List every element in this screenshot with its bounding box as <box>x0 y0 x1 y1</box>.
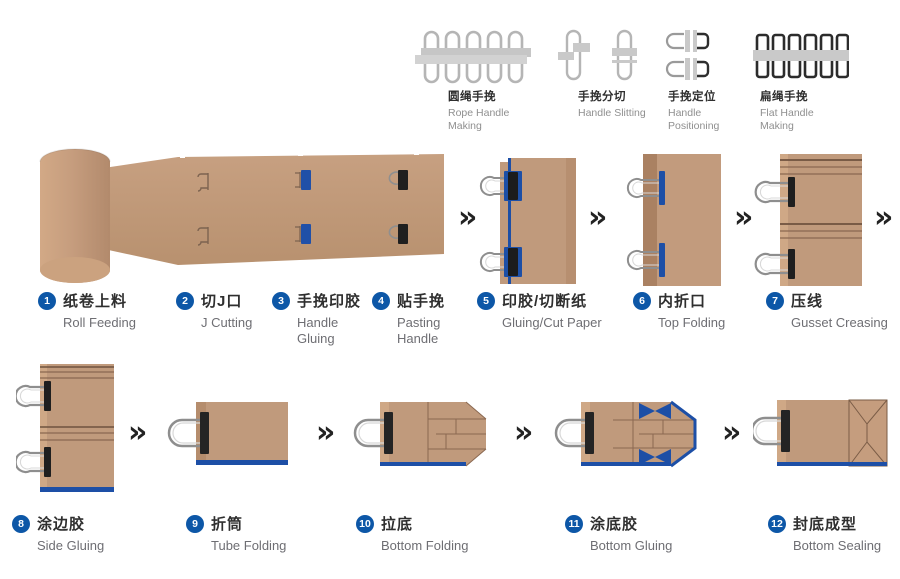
next-step-arrow: » <box>588 200 608 235</box>
icon-title-zh: 手挽分切 <box>578 91 626 103</box>
icon-label-rope-handle-making: 圆绳手挽 Rope Handle Making <box>448 88 522 133</box>
step-label-j-cutting: 2 切J口 J Cutting <box>176 290 252 331</box>
step-title-en: Bottom Gluing <box>590 538 673 553</box>
step-title-zh: 贴手挽 <box>397 293 446 310</box>
top-folding-illustration <box>626 154 721 286</box>
step-title-en: Gluing/Cut Paper <box>502 315 602 330</box>
step-title-zh: 手挽印胶 <box>297 293 362 310</box>
step-title-en: Pasting Handle <box>397 315 441 347</box>
step-number-badge: 8 <box>12 514 30 533</box>
icon-label-handle-slitting: 手挽分切 Handle Slitting <box>578 88 652 120</box>
step-title-zh: 压线 <box>791 293 824 310</box>
icon-title-en: Flat Handle Making <box>760 107 814 133</box>
step-label-pasting-handle: 4 贴手挽 Pasting Handle <box>372 290 459 348</box>
next-step-arrow: » <box>734 200 754 235</box>
step-title-zh: 切J口 <box>201 293 243 310</box>
next-step-arrow: » <box>128 415 148 450</box>
step-number-badge: 10 <box>356 514 374 533</box>
icon-title-en: Handle Positioning <box>668 107 720 133</box>
step-number-badge: 12 <box>768 514 786 533</box>
step-title-en: Handle Gluing <box>297 315 339 347</box>
step-title-en: Tube Folding <box>211 538 287 553</box>
step-title-zh: 内折口 <box>658 293 707 310</box>
step-label-side-gluing: 8 涂边胶 Side Gluing <box>12 513 104 554</box>
roll-feeding-web-illustration <box>39 148 444 283</box>
step-label-gluing-cut-paper: 5 印胶/切断纸 Gluing/Cut Paper <box>477 290 602 331</box>
icon-title-zh: 手挽定位 <box>668 91 716 103</box>
step-title-en: Bottom Sealing <box>793 538 882 553</box>
icon-title-en: Rope Handle Making <box>448 107 510 133</box>
bottom-gluing-illustration <box>554 400 697 468</box>
step-label-bottom-folding: 10 拉底 Bottom Folding <box>356 513 468 554</box>
step-number-badge: 1 <box>38 291 56 310</box>
step-title-zh: 涂底胶 <box>590 516 639 533</box>
step-title-zh: 印胶/切断纸 <box>502 293 588 310</box>
step-number-badge: 7 <box>766 291 784 310</box>
next-step-arrow: » <box>874 200 894 235</box>
step-title-zh: 纸卷上料 <box>63 293 128 310</box>
step-title-en: J Cutting <box>201 315 253 330</box>
step-label-tube-folding: 9 折筒 Tube Folding <box>186 513 286 554</box>
step-label-bottom-sealing: 12 封底成型 Bottom Sealing <box>768 513 881 554</box>
step-title-zh: 涂边胶 <box>37 516 86 533</box>
next-step-arrow: » <box>722 415 742 450</box>
step-title-zh: 封底成型 <box>793 516 858 533</box>
step-title-en: Side Gluing <box>37 538 105 553</box>
step-label-handle-gluing: 3 手挽印胶 Handle Gluing <box>272 290 361 348</box>
side-gluing-illustration <box>16 364 114 492</box>
next-step-arrow: » <box>316 415 336 450</box>
step-label-bottom-gluing: 11 涂底胶 Bottom Gluing <box>565 513 672 554</box>
step-title-zh: 拉底 <box>381 516 414 533</box>
handle-positioning-icon <box>665 30 710 80</box>
step-number-badge: 6 <box>633 291 651 310</box>
step-number-badge: 4 <box>372 291 390 310</box>
flat-handle-making-icon <box>753 33 849 79</box>
step-title-en: Roll Feeding <box>63 315 136 330</box>
icon-title-zh: 扁绳手挽 <box>760 91 808 103</box>
icon-title-en: Handle Slitting <box>578 107 646 119</box>
step-label-top-folding: 6 内折口 Top Folding <box>633 290 725 331</box>
rope-handle-making-icon <box>415 30 531 84</box>
gluing-cut-paper-illustration <box>479 158 576 284</box>
step-label-roll-feeding: 1 纸卷上料 Roll Feeding <box>38 290 136 331</box>
step-title-zh: 折筒 <box>211 516 244 533</box>
step-number-badge: 3 <box>272 291 290 310</box>
gusset-creasing-illustration <box>754 154 862 286</box>
step-number-badge: 2 <box>176 291 194 310</box>
step-title-en: Bottom Folding <box>381 538 469 553</box>
icon-label-handle-positioning: 手挽定位 Handle Positioning <box>668 88 742 133</box>
icon-label-flat-handle-making: 扁绳手挽 Flat Handle Making <box>760 88 834 133</box>
tube-folding-illustration <box>167 402 288 465</box>
step-label-gusset-creasing: 7 压线 Gusset Creasing <box>766 290 888 331</box>
step-title-en: Gusset Creasing <box>791 315 888 330</box>
bottom-folding-illustration <box>353 401 487 467</box>
next-step-arrow: » <box>458 200 478 235</box>
step-number-badge: 11 <box>565 514 583 533</box>
bottom-sealing-illustration <box>753 399 888 467</box>
step-number-badge: 9 <box>186 514 204 533</box>
icon-title-zh: 圆绳手挽 <box>448 91 496 103</box>
handle-slitting-icon <box>558 29 637 81</box>
step-number-badge: 5 <box>477 291 495 310</box>
step-title-en: Top Folding <box>658 315 726 330</box>
next-step-arrow: » <box>514 415 534 450</box>
